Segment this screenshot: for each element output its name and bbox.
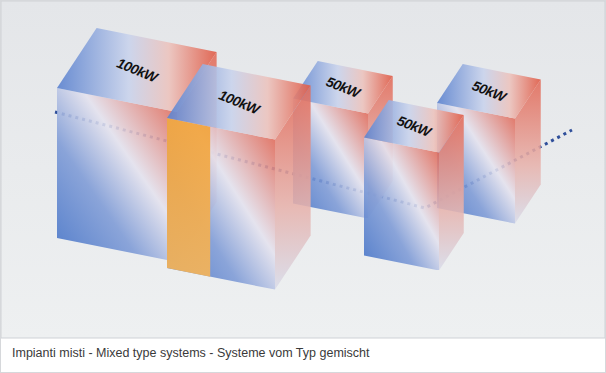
caption: Impianti misti - Mixed type systems - Sy…	[12, 346, 370, 360]
backdrop	[1, 1, 605, 338]
orange-column	[167, 118, 210, 277]
power-cube: 50kW	[364, 100, 464, 271]
power-cube: 100kW	[167, 64, 311, 290]
